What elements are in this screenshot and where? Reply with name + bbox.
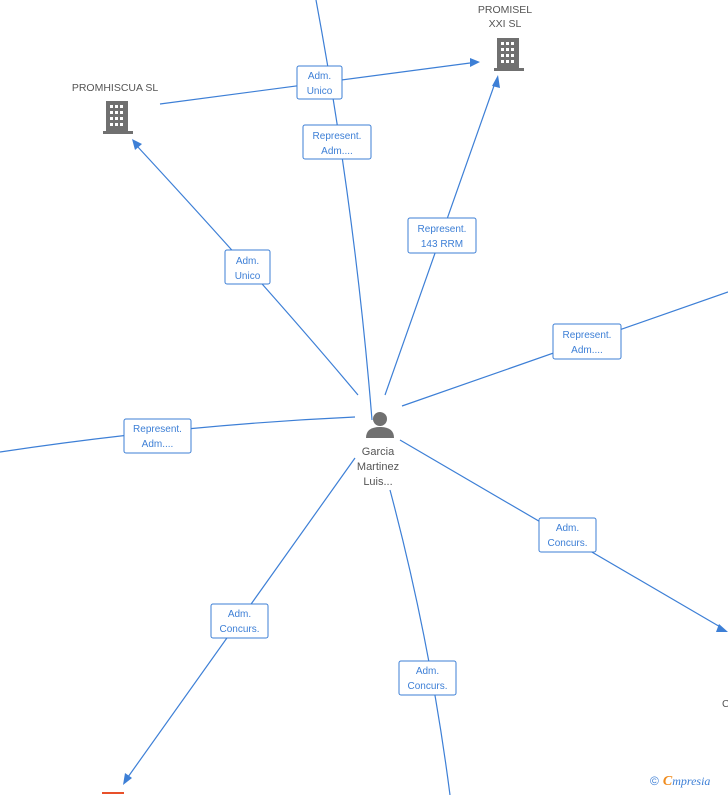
svg-text:Represent.: Represent. xyxy=(313,131,362,142)
edge-label[interactable]: Represent. Adm.... xyxy=(552,323,622,360)
brand-name: mpresia xyxy=(672,774,711,788)
node-promisel-label-line2: XXI SL xyxy=(489,18,522,30)
edge-label[interactable]: Represent. Adm.... xyxy=(302,124,372,160)
svg-text:Adm.: Adm. xyxy=(236,256,259,267)
svg-text:Adm.: Adm. xyxy=(556,523,579,534)
building-icon xyxy=(494,38,524,71)
brand-logo: ©Cmpresia xyxy=(650,774,710,790)
partial-node-marker xyxy=(102,792,124,794)
svg-text:Adm.: Adm. xyxy=(308,71,331,82)
node-promhiscua[interactable]: PROMHISCUA SL xyxy=(72,82,159,134)
node-promisel-label-line1: PROMISEL xyxy=(478,4,532,16)
edge-person-right-bottom-arrow xyxy=(716,624,728,632)
edge-person-bottom-line xyxy=(389,489,451,795)
svg-text:Concurs.: Concurs. xyxy=(219,624,259,635)
edge-person-bottom-left-arrow xyxy=(123,773,132,785)
edge-top-person-line xyxy=(315,0,373,421)
edge-label[interactable]: Adm. Concurs. xyxy=(538,517,597,553)
brand-initial: C xyxy=(662,774,673,789)
node-person-label-line1: Garcia xyxy=(362,446,395,458)
node-person-label-line3: Luis... xyxy=(363,476,392,488)
edge-label[interactable]: Adm. Concurs. xyxy=(210,603,269,639)
svg-text:Concurs.: Concurs. xyxy=(407,681,447,692)
edge-person-promisel-arrow xyxy=(492,75,500,88)
svg-text:Represent.: Represent. xyxy=(133,424,182,435)
edge-promhiscua-promisel-arrow xyxy=(470,58,480,67)
edge-label[interactable]: Adm. Unico xyxy=(296,65,343,100)
svg-text:Unico: Unico xyxy=(235,271,261,282)
edge-label[interactable]: Represent. 143 RRM xyxy=(407,217,477,254)
person-icon xyxy=(366,412,394,438)
edge-label[interactable]: Adm. Unico xyxy=(224,249,271,285)
svg-text:Represent.: Represent. xyxy=(418,224,467,235)
svg-text:Adm....: Adm.... xyxy=(142,439,174,450)
building-icon xyxy=(103,101,133,134)
edge-person-promhiscua-arrow xyxy=(132,139,142,150)
svg-text:Adm....: Adm.... xyxy=(321,146,353,157)
svg-text:Represent.: Represent. xyxy=(563,330,612,341)
svg-text:Adm.: Adm. xyxy=(416,666,439,677)
node-partial-right-label: C xyxy=(722,698,728,710)
edge-label[interactable]: Represent. Adm.... xyxy=(123,418,192,454)
node-person-label-line2: Martinez xyxy=(357,461,399,473)
svg-text:Adm....: Adm.... xyxy=(571,345,603,356)
svg-text:Adm.: Adm. xyxy=(228,609,251,620)
node-person[interactable]: Garcia Martinez Luis... xyxy=(357,412,399,488)
svg-text:Unico: Unico xyxy=(307,86,333,97)
svg-text:143 RRM: 143 RRM xyxy=(421,239,463,250)
svg-text:Concurs.: Concurs. xyxy=(547,538,587,549)
node-promhiscua-label: PROMHISCUA SL xyxy=(72,82,159,94)
node-promisel[interactable]: PROMISEL XXI SL xyxy=(478,4,532,71)
copyright-symbol: © xyxy=(650,774,659,788)
edge-label[interactable]: Adm. Concurs. xyxy=(398,660,457,696)
